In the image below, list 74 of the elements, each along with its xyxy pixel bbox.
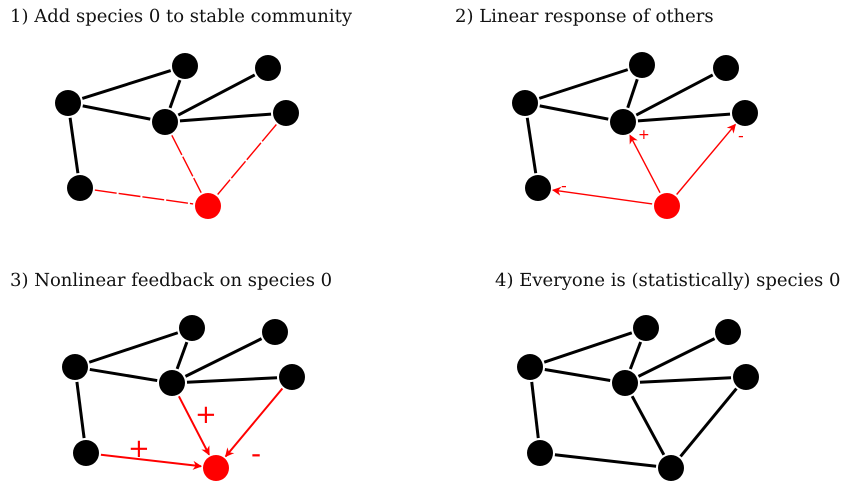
species-circle	[733, 364, 759, 390]
species-circle	[273, 100, 299, 126]
connector-line	[628, 341, 642, 370]
connector-line	[171, 135, 202, 193]
connector-line	[184, 337, 262, 378]
species-circle	[658, 455, 684, 481]
species-circle	[512, 90, 538, 116]
connector-line	[638, 112, 730, 122]
sign-label: -	[251, 440, 262, 468]
species-circle	[67, 175, 93, 201]
panel-title: 3) Nonlinear feedback on species 0	[10, 270, 332, 291]
species-circle	[73, 440, 99, 466]
arrow	[178, 396, 210, 456]
sign-label: +	[128, 436, 150, 462]
species-circle	[159, 370, 185, 396]
connector-line	[68, 118, 80, 174]
connector-line	[554, 453, 656, 468]
connector-line	[75, 382, 86, 438]
connector-line	[544, 331, 632, 364]
connector-line	[538, 68, 628, 100]
sign-label: +	[195, 402, 217, 428]
species-circle	[732, 100, 758, 126]
species-circle	[195, 193, 221, 219]
species-circle	[62, 354, 88, 380]
species-circle	[517, 354, 543, 380]
species-circle	[610, 109, 636, 135]
species-circle	[262, 319, 288, 345]
species-circle	[715, 319, 741, 345]
connector-line	[539, 104, 609, 121]
connector-line	[82, 104, 151, 121]
species-circle	[633, 315, 659, 341]
connector-line	[638, 337, 716, 378]
species-circle	[629, 52, 655, 78]
connector-line	[94, 189, 194, 205]
panel-title: 2) Linear response of others	[455, 6, 714, 27]
connector-line	[544, 368, 610, 382]
species-circle	[152, 109, 178, 135]
connector-line	[630, 395, 666, 456]
sign-label: -	[561, 178, 567, 194]
connector-line	[180, 112, 272, 122]
species-circle	[612, 370, 638, 396]
connector-line	[626, 78, 639, 108]
connector-line	[530, 382, 540, 438]
sign-label: -	[738, 128, 744, 144]
connector-line	[640, 376, 732, 384]
species-circle	[279, 364, 305, 390]
species-circle	[527, 440, 553, 466]
species-circle	[654, 193, 680, 219]
connector-line	[176, 342, 188, 370]
arrow	[224, 388, 284, 458]
connector-line	[526, 118, 538, 174]
species-circle	[525, 175, 551, 201]
species-circle	[172, 53, 198, 79]
species-circle	[179, 315, 205, 341]
arrow	[100, 454, 202, 470]
connector-line	[217, 124, 277, 195]
arrow	[676, 124, 736, 195]
connector-line	[636, 74, 714, 116]
species-circle	[203, 455, 229, 481]
arrow	[552, 186, 652, 205]
panel-title: 1) Add species 0 to stable community	[10, 6, 352, 27]
connector-line	[679, 388, 738, 458]
connector-line	[88, 331, 178, 364]
species-circle	[55, 90, 81, 116]
connector-line	[178, 74, 256, 116]
connector-line	[186, 376, 278, 384]
connector-line	[168, 80, 182, 108]
species-circle	[255, 55, 281, 81]
connector-line	[90, 368, 158, 382]
arrow	[629, 134, 661, 194]
panel-title: 4) Everyone is (statistically) species 0	[495, 270, 840, 291]
sign-label: +	[638, 128, 650, 142]
connector-line	[82, 69, 172, 100]
species-circle	[713, 55, 739, 81]
